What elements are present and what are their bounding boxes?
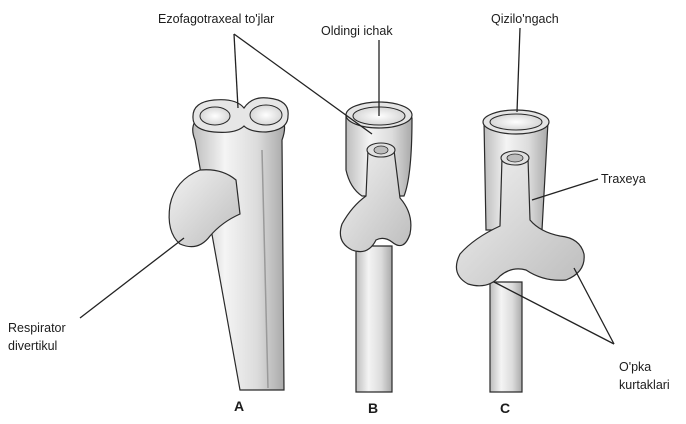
panel-label-c: C [500,400,510,416]
label-esophagus: Qizilo'ngach [491,12,559,26]
panel-label-a: A [234,398,244,414]
leader-lung-bud-right [574,268,614,344]
label-trachea: Traxeya [601,172,646,186]
leader-diverticulum [80,238,184,318]
label-respiratory-diverticulum-line1: Respirator [8,321,66,335]
label-tracheoesophageal-folds: Ezofagotraxeal to'jlar [158,12,274,26]
panel-a-structure [169,98,288,390]
leader-esophagus [517,28,520,112]
panel-c-structure [456,110,584,392]
label-foregut: Oldingi ichak [321,24,393,38]
panel-label-b: B [368,400,378,416]
panel-b-structure [340,102,412,392]
label-lung-buds-line1: O'pka [619,360,651,374]
label-lung-buds-line2: kurtaklari [619,378,670,392]
label-respiratory-diverticulum-line2: divertikul [8,339,57,353]
leader-folds-a [234,34,238,108]
